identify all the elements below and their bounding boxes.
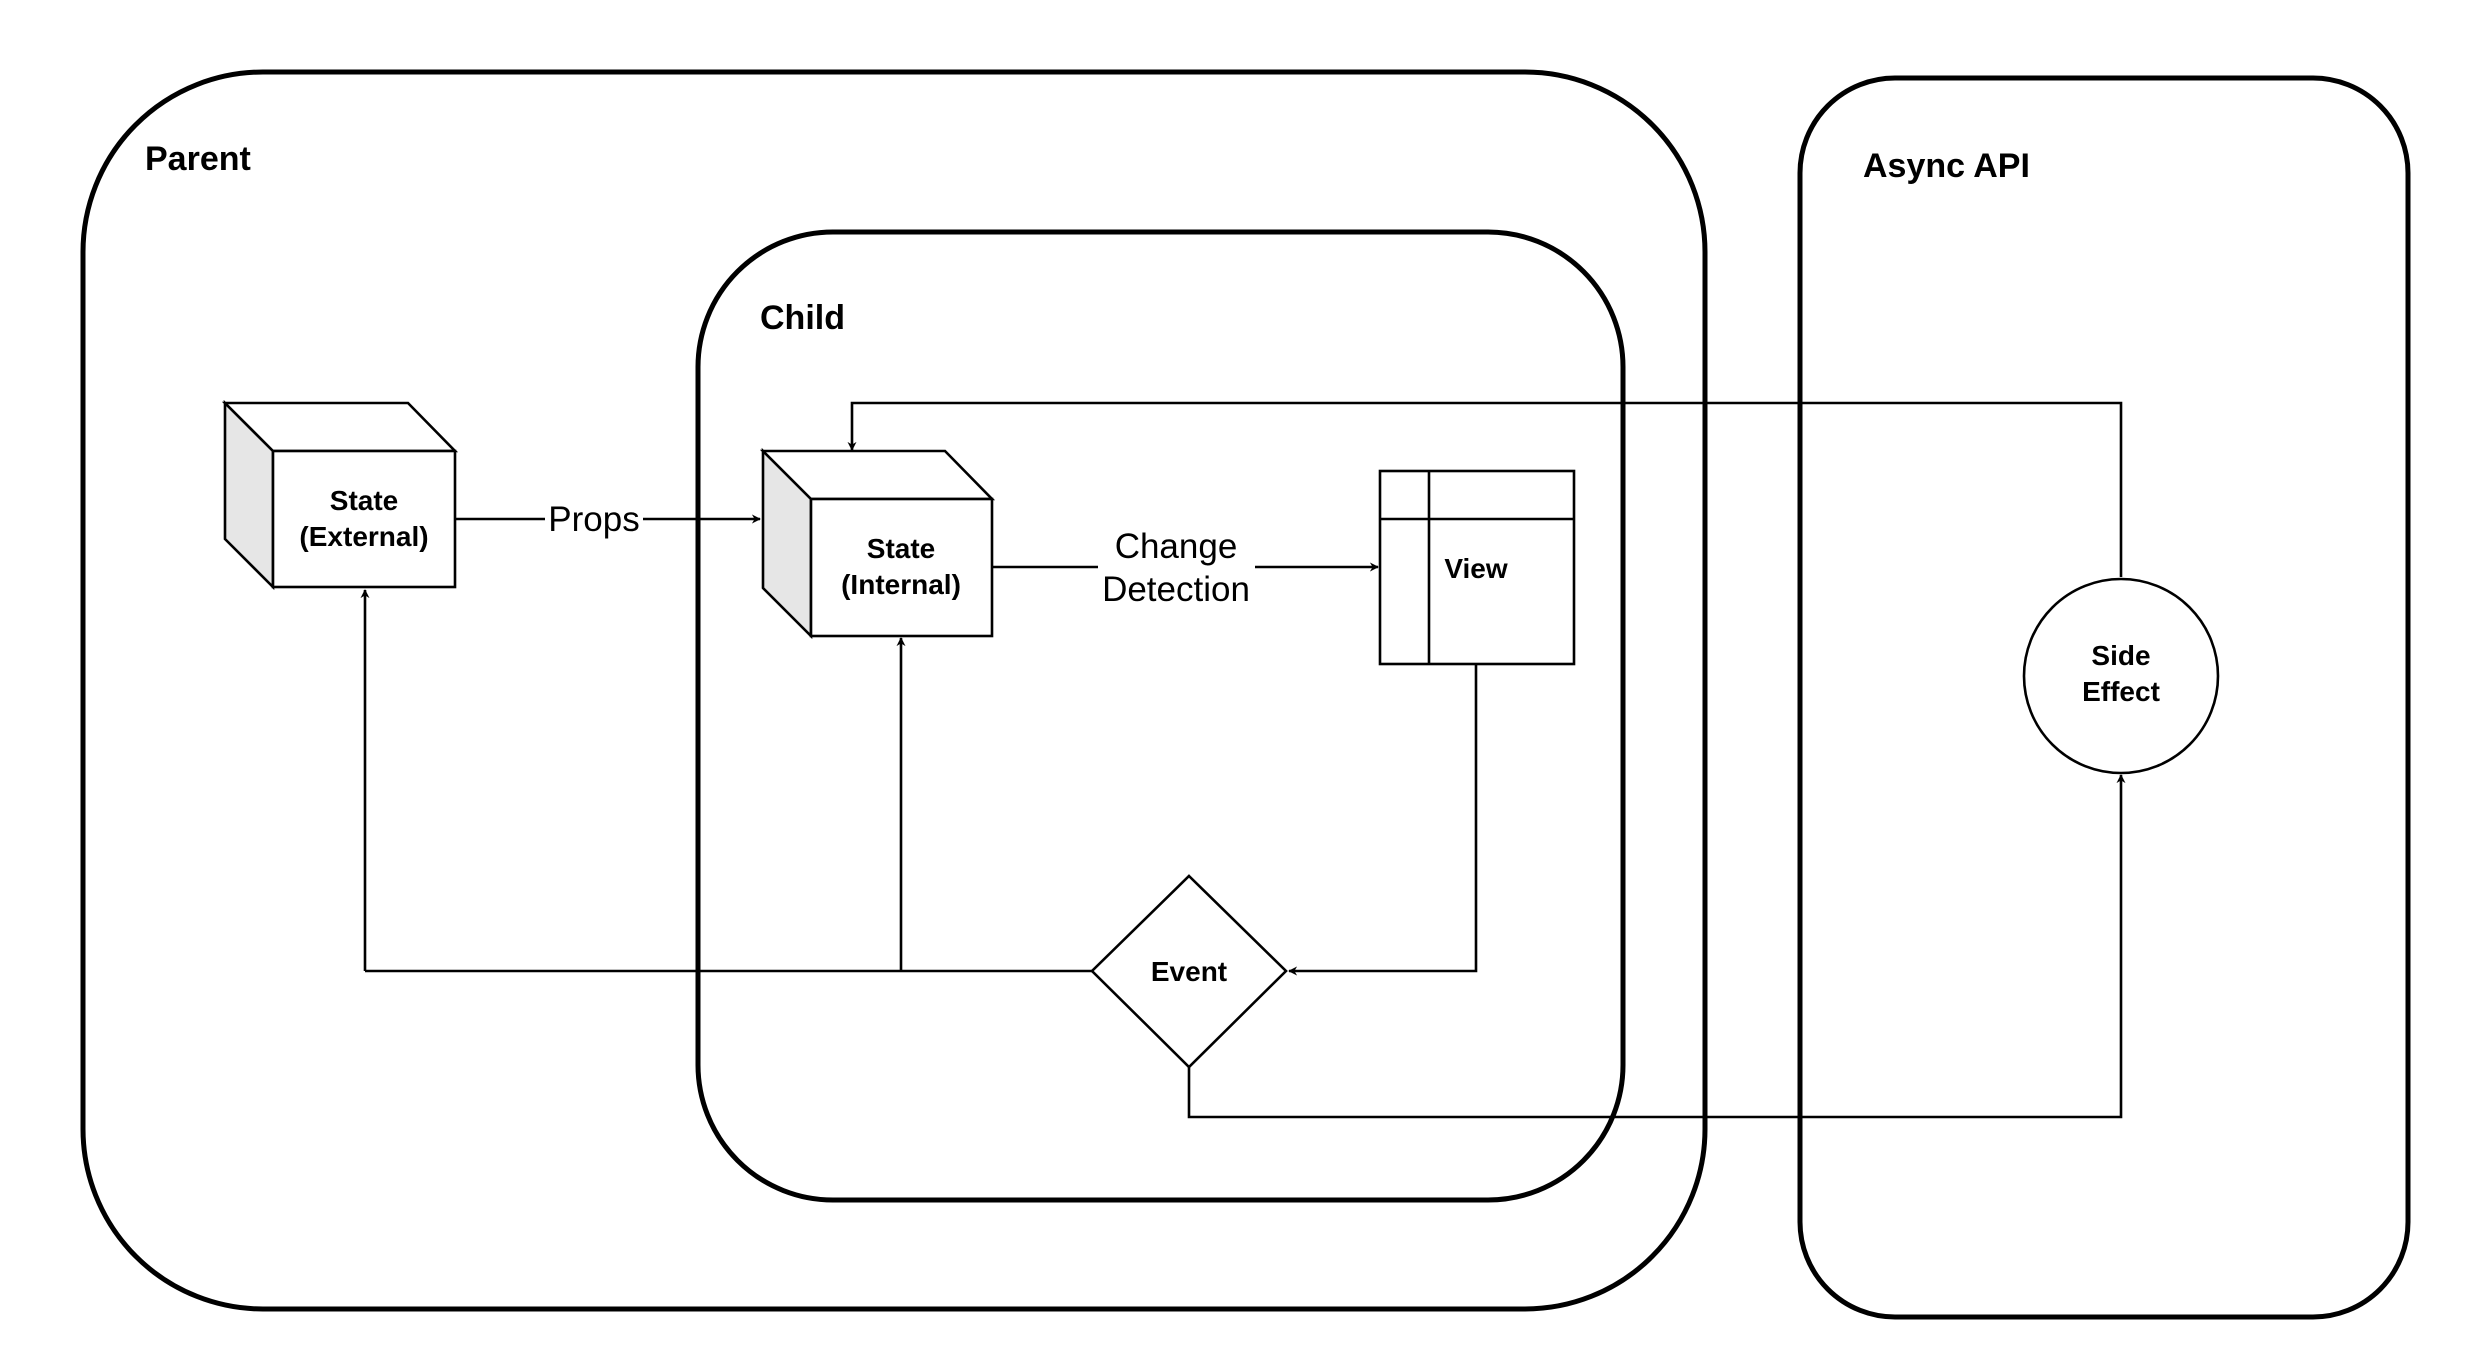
state-internal-label-line-1: State bbox=[867, 533, 935, 564]
async-api-container: Async API bbox=[1797, 75, 2411, 1320]
edge-event-to-states bbox=[360, 589, 1092, 973]
edge-side-effect-to-state bbox=[847, 401, 2123, 577]
state-internal-node: State (Internal) bbox=[759, 447, 996, 640]
view-label: View bbox=[1444, 553, 1508, 584]
edge-view-to-event bbox=[1288, 664, 1478, 976]
change-detection-label-line-2: Detection bbox=[1102, 570, 1250, 609]
edge-props: Props bbox=[455, 500, 761, 539]
side-effect-node: Side Effect bbox=[2022, 577, 2220, 775]
side-effect-label-line-2: Effect bbox=[2082, 676, 2160, 707]
child-container: Child bbox=[695, 229, 1626, 1203]
parent-label: Parent bbox=[145, 140, 251, 178]
view-node: View bbox=[1378, 469, 1576, 666]
change-detection-label-line-1: Change bbox=[1115, 527, 1238, 566]
props-label: Props bbox=[548, 500, 639, 539]
event-label: Event bbox=[1151, 956, 1227, 987]
side-effect-label-line-1: Side bbox=[2091, 640, 2150, 671]
edge-event-to-side-effect bbox=[1187, 774, 2126, 1119]
async-api-label: Async API bbox=[1863, 147, 2030, 185]
state-external-label-line-2: (External) bbox=[299, 521, 428, 552]
parent-container: Parent bbox=[80, 69, 1708, 1312]
child-label: Child bbox=[760, 299, 845, 337]
state-external-label-line-1: State bbox=[330, 485, 398, 516]
edge-change-detection: Change Detection bbox=[992, 527, 1379, 609]
state-external-node: State (External) bbox=[221, 399, 459, 591]
event-node: Event bbox=[1090, 874, 1288, 1069]
state-internal-label-line-2: (Internal) bbox=[841, 569, 961, 600]
